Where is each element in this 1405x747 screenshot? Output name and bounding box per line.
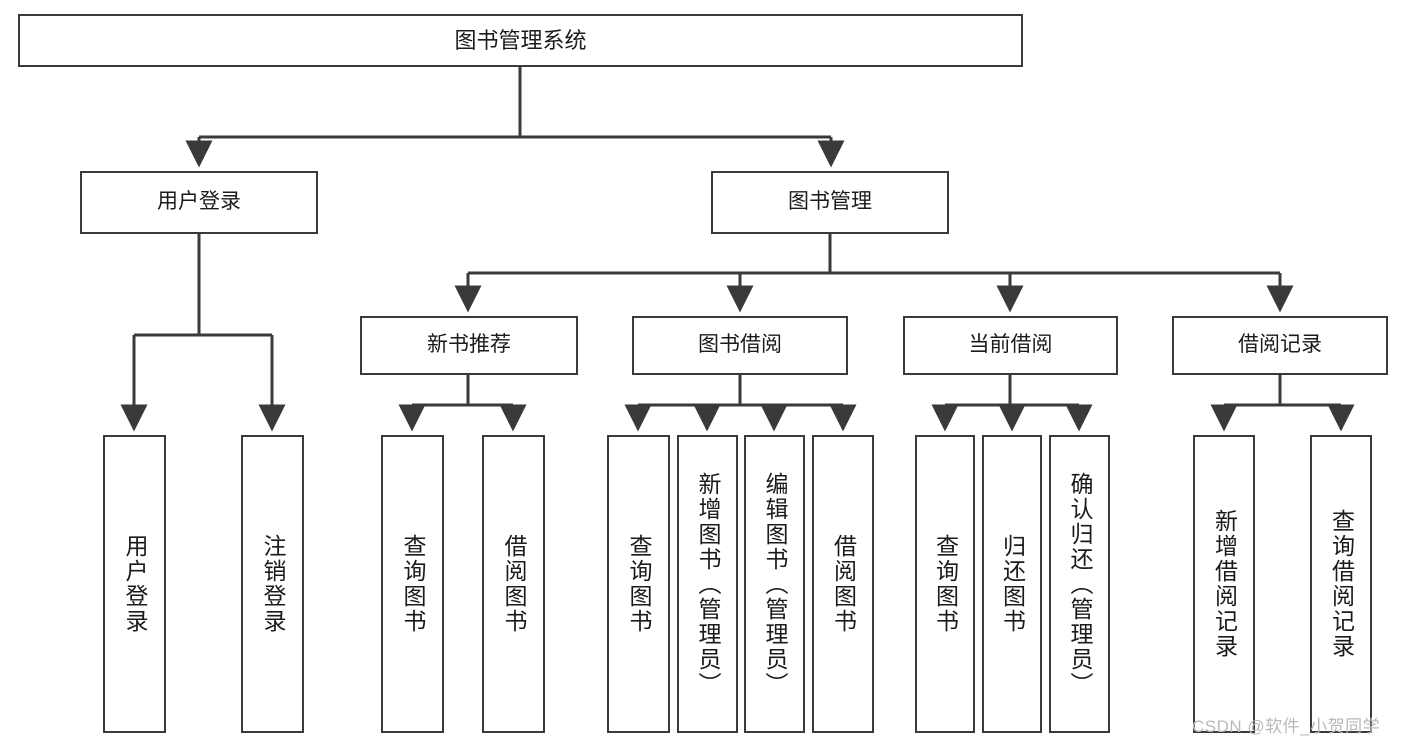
node-book-borrow[interactable]: 图书借阅 (632, 316, 848, 375)
leaf-confirm-return-label: 确认归还（管理员） (1067, 471, 1093, 697)
leaf-query-book-3-label: 查询图书 (932, 534, 959, 634)
leaf-query-book-1[interactable]: 查询图书 (381, 435, 444, 733)
node-borrow-record-label: 借阅记录 (1238, 333, 1322, 357)
leaf-logout-login-label: 注销登录 (260, 534, 286, 634)
leaf-query-book-2-label: 查询图书 (626, 534, 652, 634)
leaf-edit-book-label: 编辑图书（管理员） (762, 471, 788, 697)
node-current-borrow-label: 当前借阅 (968, 333, 1053, 357)
leaf-add-book-label: 新增图书（管理员） (695, 471, 721, 697)
leaf-confirm-return[interactable]: 确认归还（管理员） (1049, 435, 1110, 733)
leaf-query-book-2[interactable]: 查询图书 (607, 435, 670, 733)
node-book-manage-label: 图书管理 (788, 190, 872, 214)
leaf-borrow-book-1[interactable]: 借阅图书 (482, 435, 545, 733)
leaf-user-login[interactable]: 用户登录 (103, 435, 166, 733)
node-current-borrow[interactable]: 当前借阅 (903, 316, 1118, 375)
leaf-return-book-label: 归还图书 (999, 534, 1026, 634)
leaf-logout-login[interactable]: 注销登录 (241, 435, 304, 733)
leaf-user-login-label: 用户登录 (122, 534, 148, 634)
node-root-label: 图书管理系统 (454, 27, 587, 53)
leaf-query-record-label: 查询借阅记录 (1328, 509, 1355, 659)
leaf-return-book[interactable]: 归还图书 (982, 435, 1042, 733)
leaf-query-record[interactable]: 查询借阅记录 (1310, 435, 1372, 733)
csdn-watermark: CSDN @软件_小贺同学 (1192, 717, 1381, 736)
node-book-borrow-label: 图书借阅 (698, 333, 782, 357)
leaf-add-record-label: 新增借阅记录 (1211, 509, 1238, 659)
node-new-book-recommend[interactable]: 新书推荐 (360, 316, 578, 375)
leaf-query-book-1-label: 查询图书 (400, 534, 426, 634)
node-book-manage[interactable]: 图书管理 (711, 171, 949, 234)
leaf-borrow-book-2-label: 借阅图书 (830, 534, 857, 634)
node-new-book-recommend-label: 新书推荐 (427, 333, 511, 357)
leaf-add-record[interactable]: 新增借阅记录 (1193, 435, 1255, 733)
node-borrow-record[interactable]: 借阅记录 (1172, 316, 1388, 375)
leaf-query-book-3[interactable]: 查询图书 (915, 435, 975, 733)
node-user-login[interactable]: 用户登录 (80, 171, 318, 234)
leaf-borrow-book-2[interactable]: 借阅图书 (812, 435, 874, 733)
node-user-login-label: 用户登录 (157, 190, 241, 214)
leaf-borrow-book-1-label: 借阅图书 (501, 534, 527, 634)
leaf-add-book[interactable]: 新增图书（管理员） (677, 435, 738, 733)
node-root[interactable]: 图书管理系统 (18, 14, 1023, 67)
leaf-edit-book[interactable]: 编辑图书（管理员） (744, 435, 805, 733)
